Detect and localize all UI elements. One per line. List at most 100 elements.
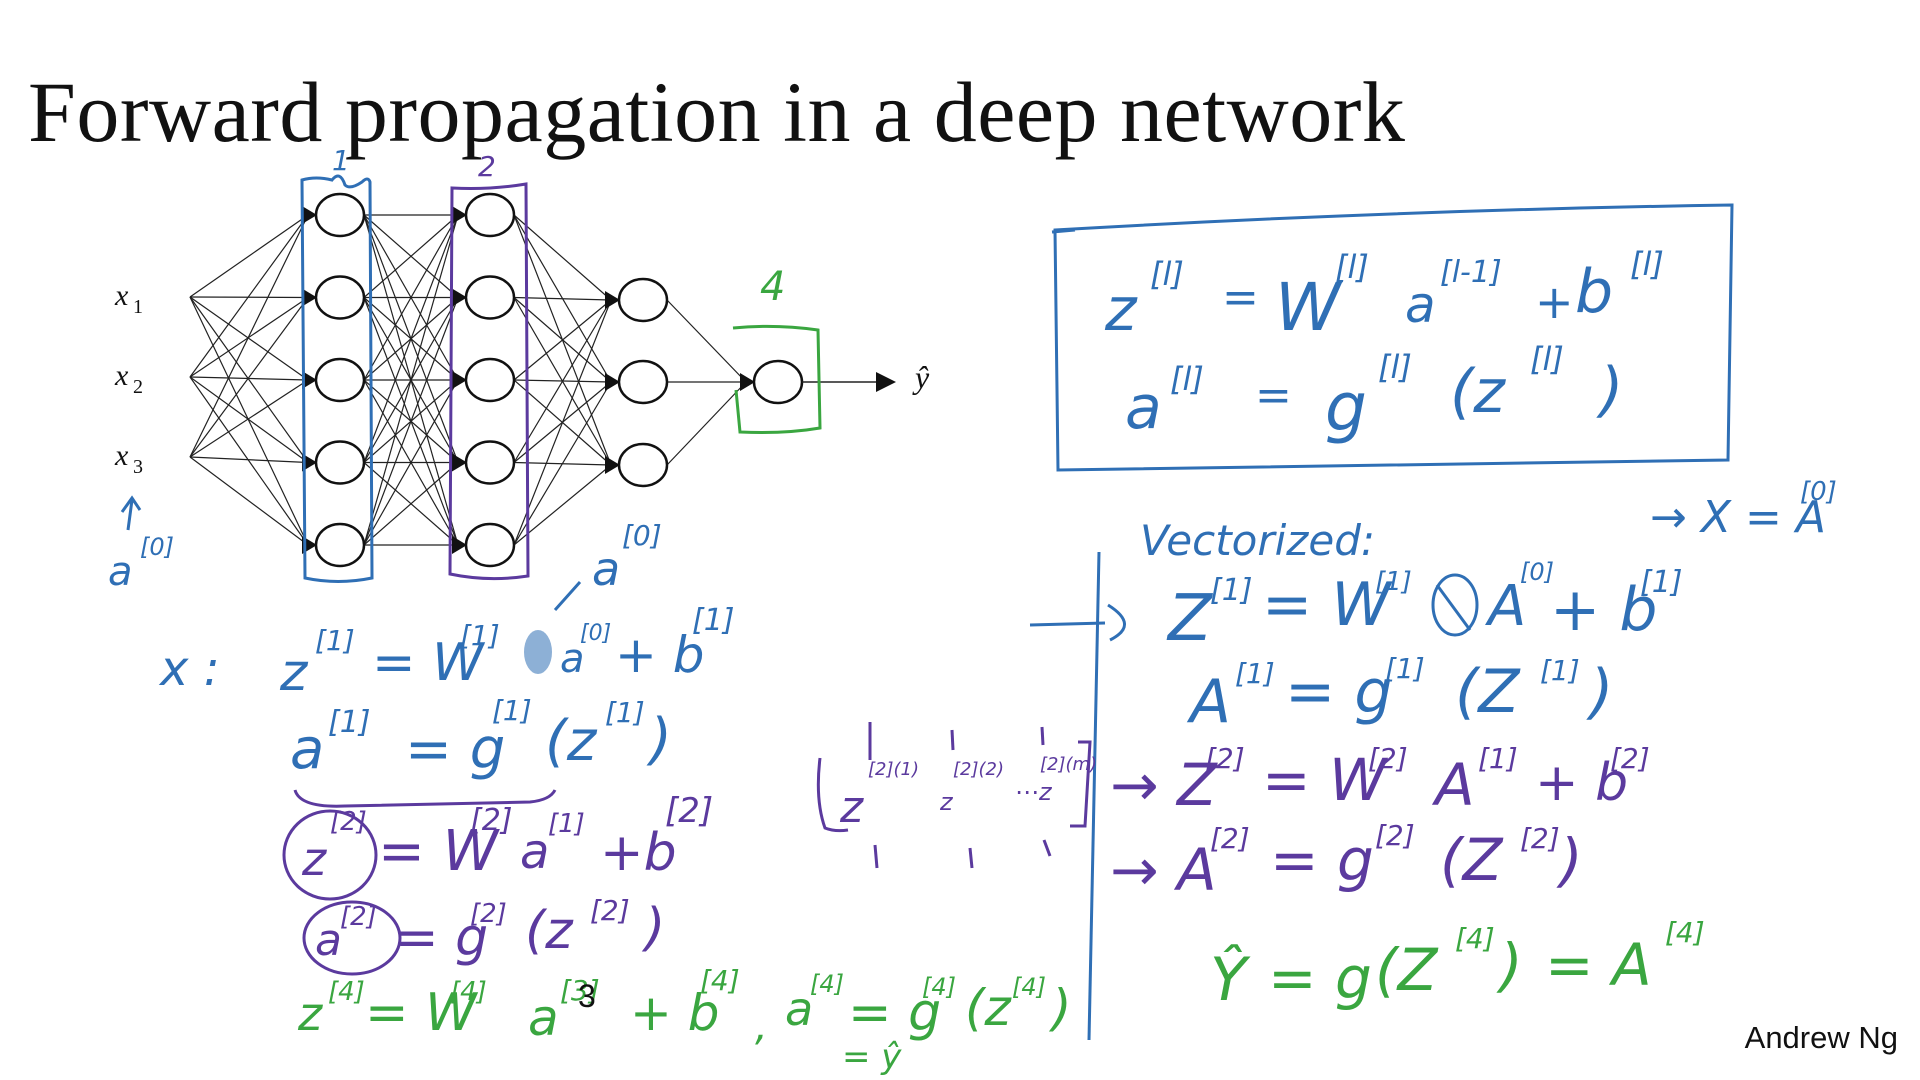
superscript: [l] [1378,348,1412,386]
rhs: = W [1262,570,1393,640]
rhs: = g [848,983,941,1043]
x-definition: → X = A [1650,492,1826,543]
arrowhead-icon [605,373,620,391]
close-paren: ) [641,898,665,958]
arrowhead-icon [605,291,620,309]
network-edge [513,214,612,301]
matrix-bar [968,847,974,869]
a-symbol: a [520,824,549,880]
layer2-label: 2 [478,150,496,183]
superscript: [1] [460,619,500,652]
network-edge [363,214,459,546]
plus-b: + b [615,626,705,684]
superscript: [1] [1375,567,1412,597]
superscript: [2] [470,803,513,838]
equals-sign: = [1222,272,1259,323]
network-node [617,442,669,488]
superscript: [2] [1610,742,1650,775]
z-symbol: → Z [1110,751,1218,819]
superscript: [4] [1455,922,1495,955]
output-arrow-icon [876,372,896,392]
network-node [314,275,366,320]
a-symbol: a [785,982,813,1036]
a-symbol: a [1125,373,1162,443]
close-paren: ) [1496,931,1523,999]
a-symbol: a [315,915,342,966]
network-edge [189,456,309,464]
network-edge [513,299,612,546]
matrix-entry: ⋯z [1015,778,1053,806]
z-symbol: z [301,832,327,886]
plus-sign: + [1535,275,1574,329]
a-symbol: → A [1110,836,1217,904]
superscript: [2] [340,902,377,932]
a-symbol: A [1485,574,1526,639]
z-symbol: Z [1166,582,1213,656]
rhs: = W [378,819,501,884]
network-edge [189,296,309,463]
network-node [617,359,669,405]
close-paren: ) [1596,355,1623,425]
matrix-right-bracket [1070,740,1092,828]
rhs: = g [405,717,505,782]
arrowhead-icon [452,536,467,554]
arrowhead-icon [605,456,620,474]
network-edge [513,381,612,546]
input-note: a [108,549,133,595]
superscript: [1] [692,603,735,638]
network-edge [363,214,459,298]
arrowhead-icon [452,206,467,224]
formula-box [1051,203,1734,472]
rhs: = g [1285,657,1392,727]
a-symbol: a [560,636,585,682]
rhs: = W [372,633,486,693]
a-symbol: a [290,717,324,782]
author-credit: Andrew Ng [1744,1020,1898,1055]
network-edge [363,462,459,546]
arrowhead-icon [302,206,317,224]
input-label: x [114,439,129,472]
close-paren: ) [1048,979,1072,1037]
pointer-line [553,581,582,611]
superscript: [0] [580,621,611,646]
superscript: [2](2) [953,759,1004,780]
matrix-entry: z [839,782,864,833]
superscript: [2] [330,807,367,837]
network-edge [666,299,747,383]
network-node [464,275,516,320]
circle-z2 [282,809,378,901]
vectorized-section: Vectorized: → X = A [0] Z [1] = W [1] A … [1140,477,1837,737]
superscript: [1] [1478,742,1518,775]
superscript: [l] [1530,340,1564,378]
layer4-equations: z [4] = W [4] a [3] + b [4] , a [4] = g … [297,964,1072,1077]
matrix-entry: z [939,788,954,816]
network-edge [189,379,309,458]
network-edge [189,296,309,299]
network-edge [363,379,459,546]
arrowhead-icon [452,453,467,472]
network-edge [513,464,612,546]
superscript: [l] [1150,255,1184,293]
superscript: [1] [1235,657,1275,690]
superscript: [0] [1800,477,1837,507]
layer1-box [300,174,374,583]
vectorized-layer2: → Z [2] = W [2] A [1] + b [2] → A [2] = … [1110,742,1650,904]
network-node [464,522,516,568]
superscript: [2](1) [868,759,919,780]
network-edge [513,299,612,463]
b-symbol: b [1575,257,1613,327]
superscript: [l] [1630,245,1664,283]
network-edge [189,214,309,458]
up-arrow-icon [120,495,142,531]
superscript: [2] [590,894,630,927]
input-subscript: 3 [133,456,143,478]
input-subscript: 1 [133,296,143,318]
general-formula-line2: a [l] = g [l] (z [l] ) [1125,340,1623,446]
network-edge [189,376,309,546]
rhs: = W [1262,746,1389,814]
a-symbol: A [1186,667,1231,737]
a-symbol: a [528,989,559,1047]
scribble-mark [524,630,552,674]
matrix-columns: z [2](1) z [2](2) ⋯z [2](m) [839,754,1097,833]
